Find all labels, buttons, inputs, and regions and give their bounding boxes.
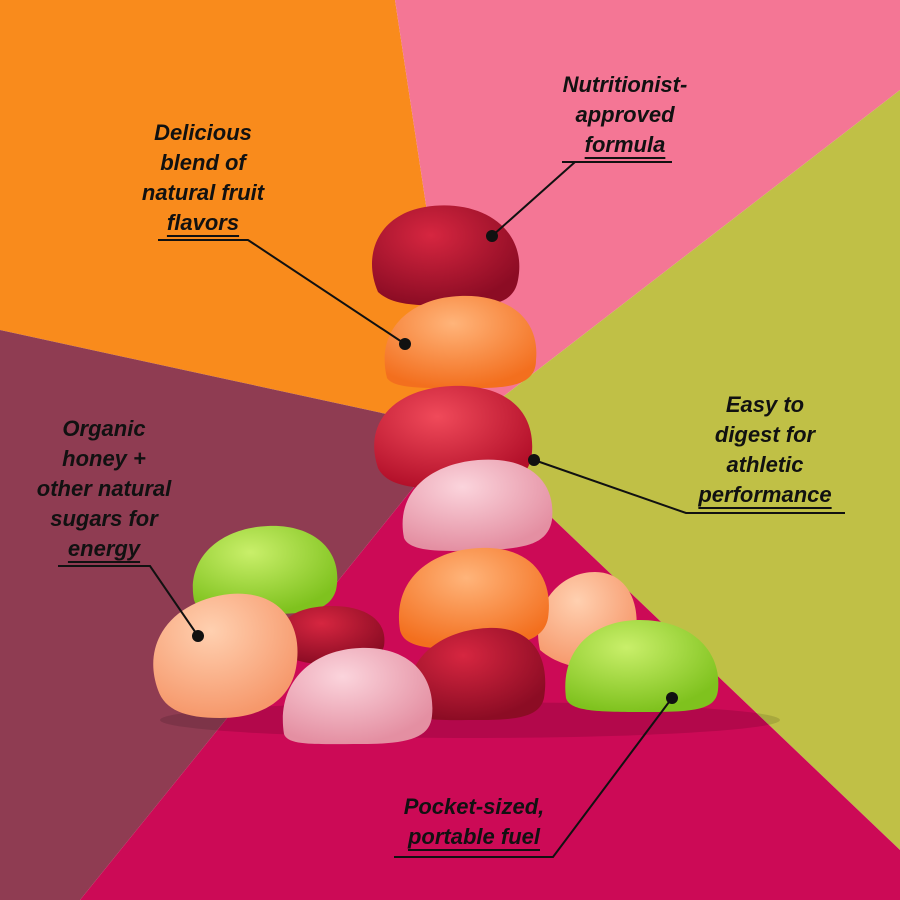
gummy-berry-top bbox=[371, 205, 520, 306]
marker-dot-digest bbox=[528, 454, 540, 466]
gummy-green-left bbox=[192, 525, 338, 615]
callout-line: flavors bbox=[166, 210, 240, 235]
gummy-berry-6 bbox=[408, 627, 546, 721]
gummy-green-right bbox=[565, 620, 719, 712]
leader-line-honey bbox=[58, 565, 199, 637]
gummy-pink-bottom bbox=[282, 647, 433, 745]
callout-line: Organic bbox=[62, 416, 146, 441]
callout-line: Delicious bbox=[154, 120, 252, 145]
callout-line: natural fruit bbox=[141, 180, 265, 205]
gummy-pile bbox=[153, 525, 433, 745]
marker-dot-formula bbox=[486, 230, 498, 242]
bg-wedge-lime bbox=[460, 90, 900, 850]
marker-dot-portable bbox=[666, 692, 678, 704]
callout-line: sugars for bbox=[50, 506, 158, 531]
callout-line: approved bbox=[575, 102, 675, 127]
marker-dot-flavors bbox=[399, 338, 411, 350]
callout-portable: Pocket-sized, portable fuel bbox=[388, 792, 560, 852]
callout-line: Nutritionist- bbox=[562, 72, 688, 97]
gummy-tower bbox=[371, 205, 719, 721]
marker-dot-honey bbox=[192, 630, 204, 642]
callout-line: Easy to bbox=[725, 392, 805, 417]
callout-digest: Easy to digest for athletic performance bbox=[684, 390, 846, 510]
leader-line-flavors bbox=[158, 239, 406, 345]
callout-line: athletic bbox=[726, 452, 804, 477]
callout-line: energy bbox=[67, 536, 141, 561]
callout-line: blend of bbox=[160, 150, 246, 175]
callout-line: Pocket-sized, bbox=[403, 794, 545, 819]
callout-line: formula bbox=[584, 132, 666, 157]
callout-line: performance bbox=[698, 482, 832, 507]
leader-line-portable bbox=[394, 697, 673, 858]
callout-line: honey + bbox=[62, 446, 146, 471]
callout-line: portable fuel bbox=[407, 824, 540, 849]
gummy-orange-5 bbox=[398, 547, 549, 649]
callout-flavors: Delicious blend of natural fruit flavors bbox=[118, 118, 288, 238]
callout-line: digest for bbox=[714, 422, 816, 447]
gummy-orange-2 bbox=[384, 295, 537, 389]
callout-line: other natural bbox=[36, 476, 172, 501]
gummy-pink-4 bbox=[402, 459, 553, 551]
leader-line-formula bbox=[491, 161, 672, 237]
callout-formula: Nutritionist- approved formula bbox=[540, 70, 710, 160]
bg-wedge-orange bbox=[0, 0, 460, 430]
leader-line-digest bbox=[533, 459, 845, 514]
callout-honey: Organic honey + other natural sugars for… bbox=[14, 414, 194, 564]
